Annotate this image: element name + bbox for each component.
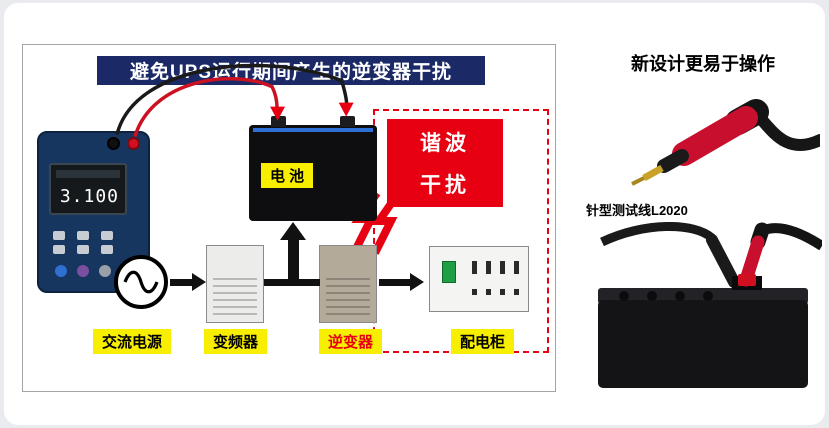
- probe-arrow-right-icon: [338, 102, 354, 117]
- inverter-box: [319, 245, 377, 323]
- battery: 电 池: [249, 116, 377, 221]
- label-cabinet: 配电柜: [451, 329, 515, 354]
- cabinet-indicator: [442, 261, 456, 283]
- battery-post-left: [271, 116, 286, 127]
- arrow-ac-to-converter-head: [192, 273, 206, 291]
- battery-vent-cap: [647, 291, 657, 301]
- probe-illustration: [631, 99, 826, 186]
- tester-button-purple: [77, 265, 89, 277]
- tester-button: [101, 231, 113, 240]
- harmonic-text-line2: 干扰: [420, 174, 470, 197]
- cabinet-switch: [514, 289, 519, 295]
- arrow-ac-to-converter: [170, 279, 194, 286]
- battery-tester: 3.100: [37, 131, 150, 293]
- tester-button: [53, 245, 65, 254]
- ups-diagram-panel: 避免UPS运行期间产生的逆变器干扰 谐波 干扰 3.100: [22, 44, 556, 392]
- tester-button-blue: [55, 265, 67, 277]
- arrow-inverter-to-cabinet-head: [410, 273, 424, 291]
- red-clamp: [738, 274, 756, 286]
- probe-nose: [657, 149, 689, 173]
- arrow-up-to-battery: [288, 239, 299, 283]
- tester-button: [77, 231, 89, 240]
- battery-vent-cap: [619, 291, 629, 301]
- probe-photo: [586, 84, 826, 196]
- sine-wave-icon: [123, 270, 159, 294]
- label-inverter: 逆变器: [319, 329, 383, 354]
- cabinet-switch: [472, 261, 477, 274]
- tester-screen-subdisplay: [56, 170, 120, 178]
- cabinet-switch: [486, 261, 491, 274]
- harmonic-text-line1: 谐波: [420, 132, 470, 155]
- battery-body: [598, 300, 808, 388]
- cabinet-switch: [514, 261, 519, 274]
- battery-probe-photo: [584, 221, 825, 390]
- frequency-converter-box: [206, 245, 264, 323]
- cabinet-switch: [472, 289, 477, 295]
- battery-vent-cap: [703, 291, 713, 301]
- probe-pin-tip: [631, 176, 645, 186]
- battery-post-right: [340, 116, 355, 127]
- tester-button-gray: [99, 265, 111, 277]
- battery-vent-cap: [675, 291, 685, 301]
- label-converter: 变频器: [204, 329, 268, 354]
- probe-handle: [672, 106, 758, 166]
- sine-wave-path: [123, 270, 159, 294]
- vent-lines: [213, 278, 257, 316]
- side-heading: 新设计更易于操作: [631, 54, 775, 74]
- cabinet-switch: [500, 261, 505, 274]
- tester-display-value: 3.100: [59, 186, 119, 207]
- tester-button: [77, 245, 89, 254]
- distribution-cabinet-box: [429, 246, 529, 312]
- tester-button: [101, 245, 113, 254]
- ac-source-symbol: [114, 255, 168, 309]
- arrow-up-to-battery-head: [280, 222, 306, 240]
- tester-screen: 3.100: [49, 163, 127, 215]
- vent-lines: [326, 278, 370, 316]
- battery-probe-illustration: [598, 221, 825, 388]
- cabinet-switch: [486, 289, 491, 295]
- tester-button: [53, 231, 65, 240]
- tester-jack-red-icon: [127, 137, 140, 150]
- probe-model-label: 针型测试线L2020: [586, 203, 688, 218]
- arrow-inverter-to-cabinet: [379, 279, 412, 286]
- harmonic-interference-box: 谐波 干扰: [387, 119, 503, 207]
- battery-stripe: [253, 128, 373, 132]
- black-probe: [706, 234, 740, 288]
- battery-label: 电 池: [261, 163, 314, 188]
- tester-jack-black-icon: [107, 137, 120, 150]
- black-lead-cable: [600, 221, 715, 247]
- red-probe: [739, 235, 765, 287]
- cabinet-switch: [500, 289, 505, 295]
- probe-pin-gold: [642, 164, 664, 182]
- diagram-title: 避免UPS运行期间产生的逆变器干扰: [97, 56, 485, 85]
- label-ac-source: 交流电源: [93, 329, 172, 354]
